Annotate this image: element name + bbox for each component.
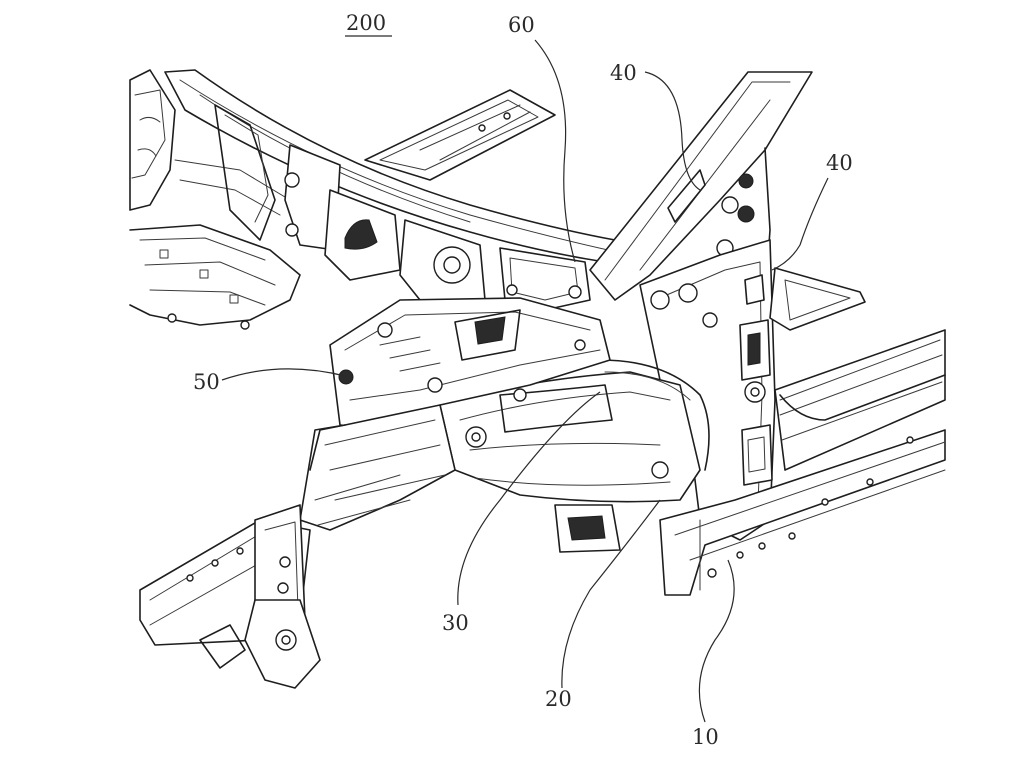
lower-dash-member — [439, 359, 710, 553]
part-label-60: 60 — [508, 13, 535, 37]
part-label-10: 10 — [692, 725, 719, 749]
part-label-40-upper: 40 — [610, 61, 637, 85]
front-longitudinal-rail — [139, 404, 456, 689]
part-label-20: 20 — [545, 687, 572, 711]
plenum-tray — [364, 89, 556, 181]
a-pillar — [589, 71, 813, 301]
left-rear-structure — [129, 69, 301, 330]
part-label-50: 50 — [193, 370, 220, 394]
part-label-40-right: 40 — [826, 151, 853, 175]
shock-tower — [329, 297, 611, 431]
rocker-sill — [659, 267, 946, 596]
hinge-pillar — [639, 239, 776, 541]
part-label-30: 30 — [442, 611, 469, 635]
figure-ref-label: 200 — [346, 11, 386, 35]
leader-lines — [221, 35, 829, 723]
